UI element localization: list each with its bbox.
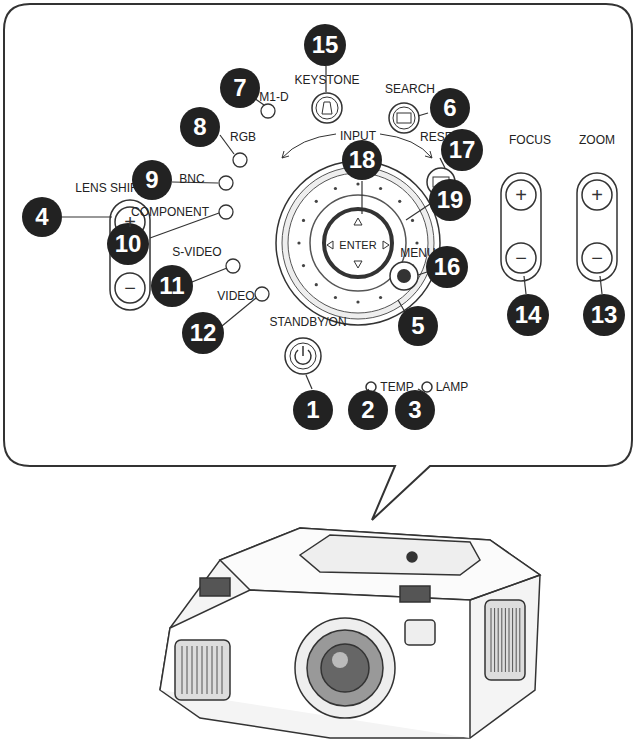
part-label: LAMP xyxy=(436,381,469,393)
callout-number: 15 xyxy=(312,33,339,57)
callout-number: 9 xyxy=(145,168,158,192)
callout-number: 7 xyxy=(233,76,246,100)
part-label: S-VIDEO xyxy=(172,246,221,258)
part-label: INPUT xyxy=(340,130,376,142)
part-label: BNC xyxy=(179,173,204,185)
callout-number: 13 xyxy=(591,303,618,327)
part-label: TEMP xyxy=(380,381,413,393)
callout-number: 5 xyxy=(411,314,424,338)
part-label: RGB xyxy=(230,131,256,143)
callout-number: 1 xyxy=(306,398,319,422)
part-label: ENTER xyxy=(339,240,376,251)
callout-number: 11 xyxy=(159,274,184,298)
callout-number: 4 xyxy=(35,205,48,229)
part-label: LENS SHIFT xyxy=(75,182,144,194)
button-sign: − xyxy=(515,248,527,268)
part-label: KEYSTONE xyxy=(294,74,359,86)
part-label: FOCUS xyxy=(509,134,551,146)
callout-number: 14 xyxy=(515,303,542,327)
button-sign: + xyxy=(515,185,527,205)
button-sign: + xyxy=(591,185,603,205)
callout-number: 2 xyxy=(361,398,374,422)
callout-number: 12 xyxy=(190,321,217,345)
callout-number: 16 xyxy=(434,255,461,279)
part-label: M1-D xyxy=(259,91,288,103)
button-sign: − xyxy=(591,248,603,268)
callout-number: 3 xyxy=(408,398,421,422)
callout-number: 6 xyxy=(443,96,456,120)
part-label: COMPONENT xyxy=(131,206,209,218)
callout-number: 19 xyxy=(437,188,464,212)
part-label: ZOOM xyxy=(579,134,615,146)
button-sign: − xyxy=(124,278,136,298)
callout-number: 8 xyxy=(193,115,206,139)
callout-number: 18 xyxy=(349,148,376,172)
part-label: VIDEO xyxy=(217,290,254,302)
callout-number: 17 xyxy=(449,138,476,162)
part-label: STANDBY/ON xyxy=(269,316,346,328)
part-label: MENU xyxy=(400,247,435,259)
part-label: SEARCH xyxy=(385,83,435,95)
callout-number: 10 xyxy=(115,232,142,256)
